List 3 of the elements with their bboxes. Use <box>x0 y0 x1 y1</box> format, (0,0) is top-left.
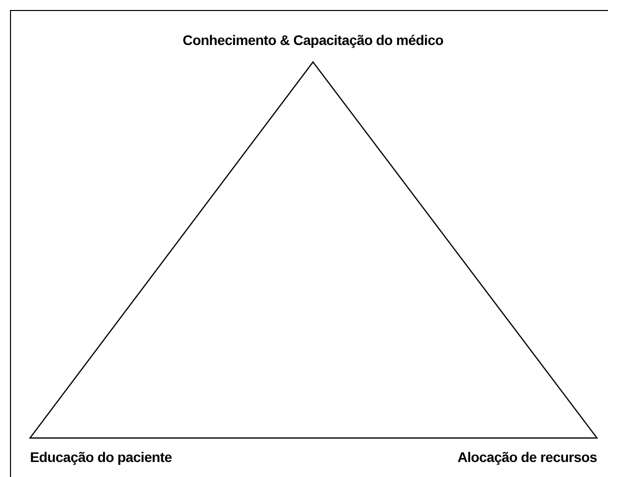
vertex-label: Alocação de recursos <box>457 449 597 465</box>
vertex-label: Educação do paciente <box>30 449 172 465</box>
vertex-label: Conhecimento & Capacitação do médico <box>182 32 444 48</box>
